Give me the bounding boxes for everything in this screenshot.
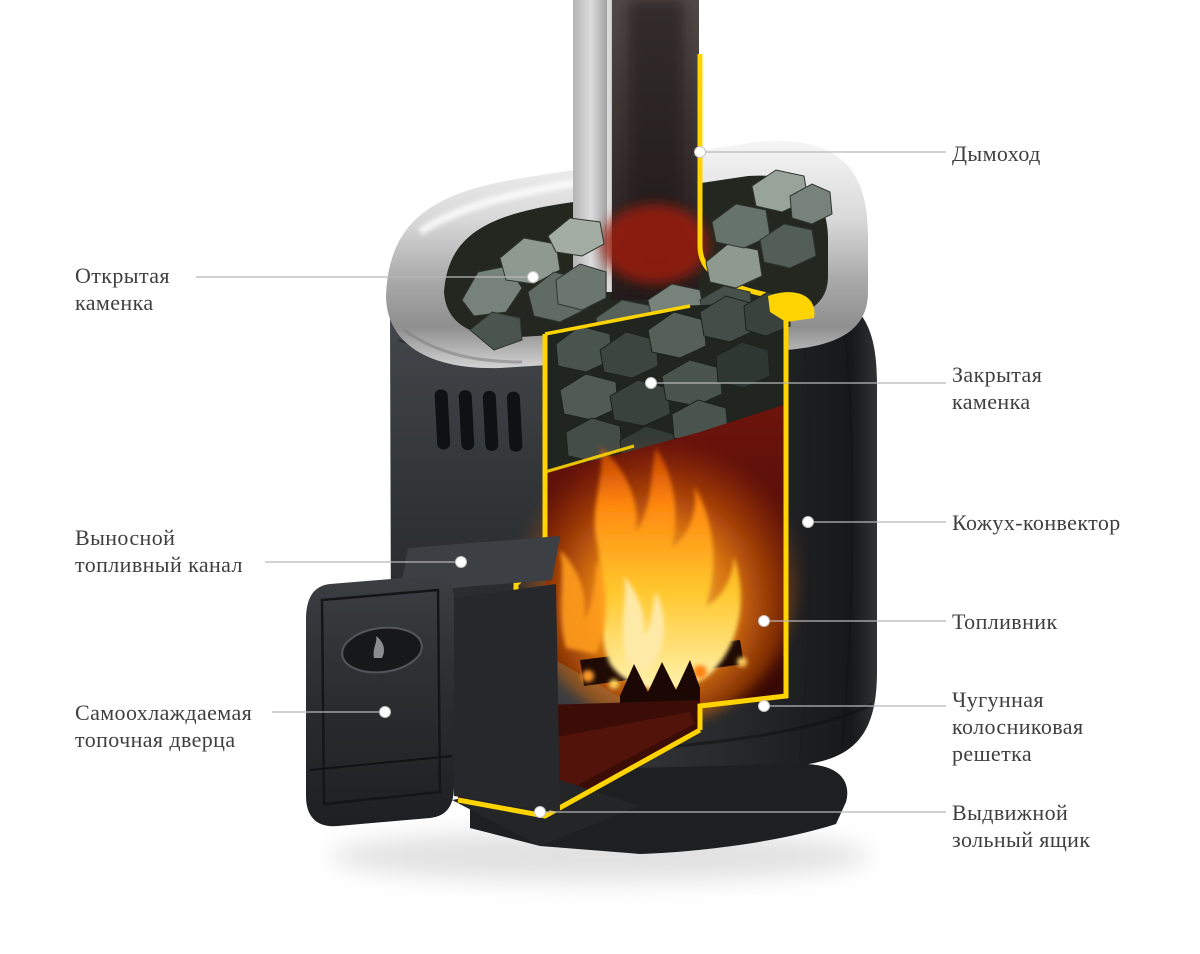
anchor-dot-remote-fuel-channel bbox=[455, 556, 467, 568]
anchor-dot-open-heater bbox=[527, 271, 539, 283]
label-text: Выдвижной bbox=[952, 800, 1069, 825]
label-text: Выносной bbox=[75, 525, 176, 550]
label-text: Дымоход bbox=[952, 141, 1041, 166]
cut-edges bbox=[457, 292, 815, 819]
cast-iron-grate-teeth bbox=[620, 660, 700, 706]
label-convector-casing: Кожух-конвектор bbox=[952, 509, 1121, 536]
label-firebox: Топливник bbox=[952, 608, 1058, 635]
label-cast-iron-grate: Чугунная колосниковая решетка bbox=[952, 686, 1083, 767]
label-text: колосниковая bbox=[952, 714, 1084, 739]
anchor-dot-closed-heater bbox=[645, 377, 657, 389]
label-chimney: Дымоход bbox=[952, 140, 1041, 167]
label-text: Самоохлаждаемая bbox=[75, 700, 253, 725]
label-ash-drawer: Выдвижной зольный ящик bbox=[952, 799, 1090, 853]
hot-zone-glow bbox=[601, 204, 709, 284]
label-text: топливный канал bbox=[75, 552, 243, 577]
chimney-pipe bbox=[573, 0, 773, 300]
leader-lines bbox=[196, 151, 946, 813]
anchor-dots bbox=[379, 146, 814, 818]
badge-flame-glyph bbox=[373, 636, 384, 658]
label-text: зольный ящик bbox=[952, 827, 1091, 852]
flame-left bbox=[560, 550, 607, 654]
label-text: Чугунная bbox=[952, 687, 1044, 712]
label-open-heater: Открытая каменка bbox=[75, 262, 170, 316]
label-text: Кожух-конвектор bbox=[952, 510, 1121, 535]
firebox-chamber bbox=[520, 404, 800, 725]
anchor-dot-self-cooling-door bbox=[379, 706, 391, 718]
label-text: решетка bbox=[952, 741, 1033, 766]
anchor-dot-ash-drawer bbox=[534, 806, 546, 818]
anchor-dot-firebox bbox=[758, 615, 770, 627]
label-text: Открытая bbox=[75, 263, 170, 288]
anchor-dot-cast-iron-grate bbox=[758, 700, 770, 712]
anchor-dot-chimney bbox=[694, 146, 706, 158]
firebox-door bbox=[306, 575, 454, 827]
rim-cut-cross-section bbox=[768, 292, 815, 322]
label-text: Топливник bbox=[952, 609, 1058, 634]
flame-core bbox=[622, 576, 665, 672]
label-remote-fuel-channel: Выносной топливный канал bbox=[75, 524, 243, 578]
label-text: топочная дверца bbox=[75, 727, 236, 752]
fuel-channel-side bbox=[454, 584, 560, 812]
label-self-cooling-door: Самоохлаждаемая топочная дверца bbox=[75, 699, 252, 753]
fuel-channel bbox=[306, 536, 560, 827]
vent-slots bbox=[434, 389, 523, 452]
label-text: Закрытая bbox=[952, 362, 1043, 387]
label-text: каменка bbox=[952, 389, 1031, 414]
label-text: каменка bbox=[75, 290, 154, 315]
label-closed-heater: Закрытая каменка bbox=[952, 361, 1042, 415]
anchor-dot-convector-casing bbox=[802, 516, 814, 528]
